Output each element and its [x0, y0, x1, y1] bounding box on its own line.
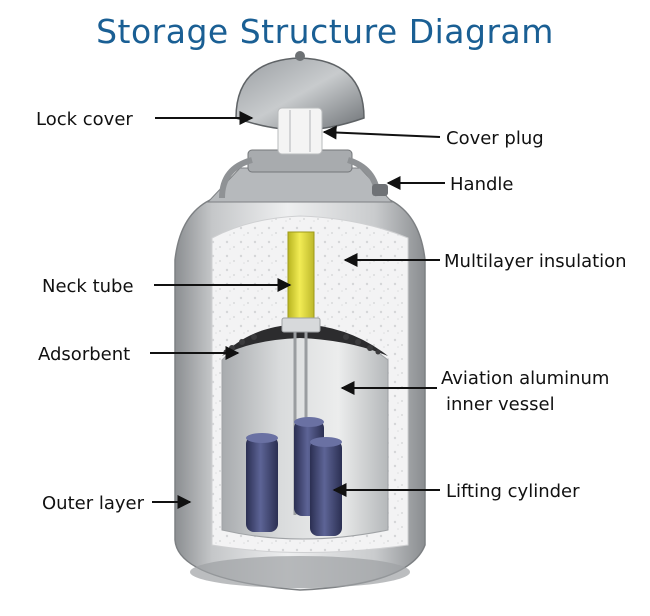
handle-left: [219, 157, 253, 199]
adsorbent-layer: [222, 324, 388, 356]
handle-clip: [372, 184, 388, 196]
label-aviation-aluminum-1: Aviation aluminum: [441, 368, 609, 389]
neck-tube-shape: [287, 231, 315, 323]
cover-plug-shape: [277, 107, 323, 155]
shoulder: [206, 167, 394, 203]
label-aviation-aluminum-2: inner vessel: [446, 394, 555, 415]
label-multilayer-insulation: Multilayer insulation: [444, 251, 627, 272]
label-lock-cover: Lock cover: [36, 109, 133, 130]
lifting-cylinders: [246, 417, 342, 536]
leader-cover-plug: [322, 125, 441, 140]
label-adsorbent: Adsorbent: [38, 344, 130, 365]
lock-knob: [295, 51, 305, 61]
label-handle: Handle: [450, 174, 513, 195]
label-outer-layer: Outer layer: [42, 493, 145, 514]
diagram-title: Storage Structure Diagram: [96, 12, 554, 51]
bottom-rim: [190, 556, 410, 588]
label-neck-tube: Neck tube: [42, 276, 134, 297]
neck-tube-collar: [281, 317, 321, 333]
label-cover-plug: Cover plug: [446, 128, 544, 149]
label-lifting-cylinder: Lifting cylinder: [446, 481, 580, 502]
